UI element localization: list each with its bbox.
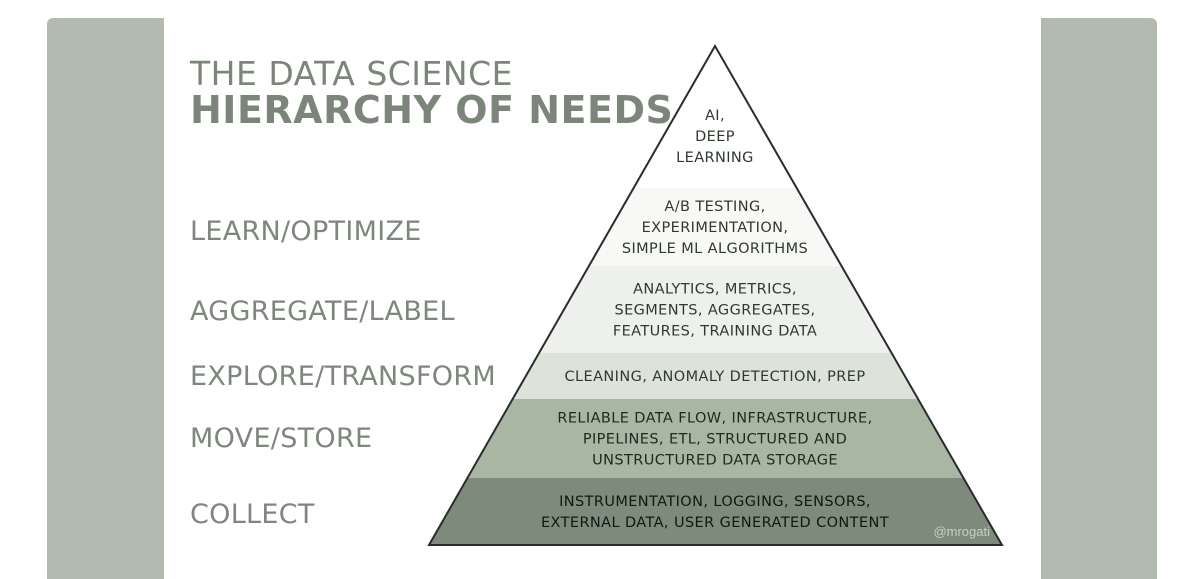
pyramid-tier-move-store: [466, 399, 964, 478]
title-line-1: THE DATA SCIENCE: [190, 54, 513, 93]
tier-text-move-store: UNSTRUCTURED DATA STORAGE: [592, 453, 838, 469]
tier-text-learn-optimize: EXPERIMENTATION,: [642, 220, 789, 236]
pyramid-outline: [427, 43, 1004, 546]
pyramid-tier-collect: [428, 478, 1002, 545]
tier-text-move-store: RELIABLE DATA FLOW, INFRASTRUCTURE,: [557, 411, 872, 427]
level-label-move-store: MOVE/STORE: [190, 423, 373, 454]
pyramid-tier-aggregate-label: [538, 266, 892, 353]
title-line-2: HIERARCHY OF NEEDS: [190, 88, 674, 132]
tier-text-explore-transform: CLEANING, ANOMALY DETECTION, PREP: [565, 369, 866, 385]
slide: THE DATA SCIENCE HIERARCHY OF NEEDS LEAR…: [164, 18, 1041, 579]
pyramid-tier-ai-deep-learning: [633, 46, 797, 188]
tier-text-collect: EXTERNAL DATA, USER GENERATED CONTENT: [541, 515, 889, 531]
tier-text-aggregate-label: ANALYTICS, METRICS,: [633, 282, 797, 298]
pyramid-diagram: AI, DEEP LEARNING A/B TESTING, EXPERIMENTATI…: [427, 43, 1004, 546]
tier-text-move-store: PIPELINES, ETL, STRUCTURED AND: [583, 432, 847, 448]
tier-text-aggregate-label: SEGMENTS, AGGREGATES,: [614, 303, 815, 319]
tier-text-ai-deep-learning: DEEP: [695, 129, 735, 145]
level-label-aggregate-label: AGGREGATE/LABEL: [190, 296, 455, 327]
tier-text-ai-deep-learning: AI,: [705, 108, 725, 124]
pyramid-tier-explore-transform: [512, 353, 918, 399]
tier-text-collect: INSTRUMENTATION, LOGGING, SENSORS,: [559, 494, 871, 510]
tier-text-aggregate-label: FEATURES, TRAINING DATA: [613, 324, 817, 340]
credit-watermark: @mrogati: [933, 524, 990, 539]
pyramid-tier-learn-optimize: [588, 188, 842, 266]
tier-text-learn-optimize: SIMPLE ML ALGORITHMS: [622, 241, 808, 257]
level-label-explore-transform: EXPLORE/TRANSFORM: [190, 361, 496, 392]
level-label-collect: COLLECT: [190, 499, 315, 530]
level-label-learn-optimize: LEARN/OPTIMIZE: [190, 216, 422, 247]
tier-text-learn-optimize: A/B TESTING,: [664, 199, 765, 215]
tier-text-ai-deep-learning: LEARNING: [676, 150, 754, 166]
